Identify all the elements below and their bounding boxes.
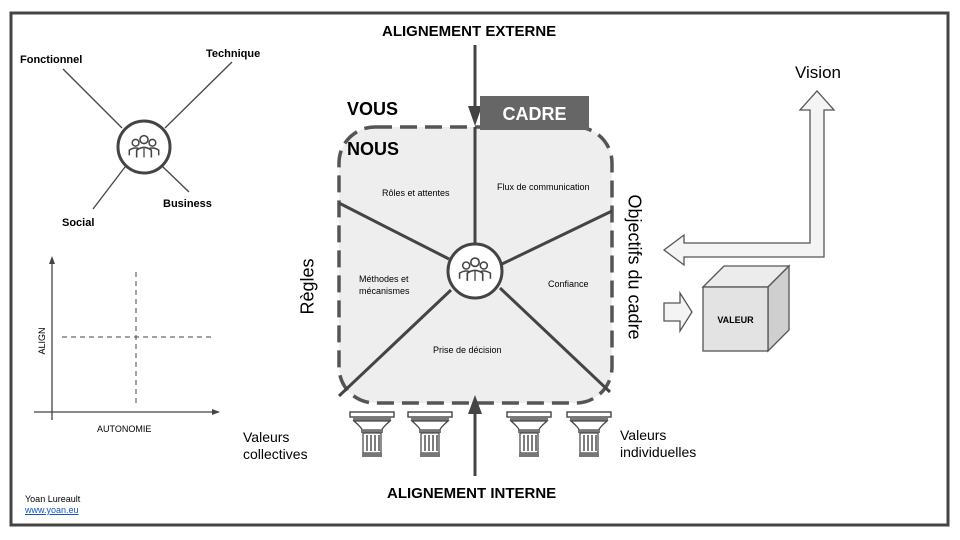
dim-fonctionnel: Fonctionnel — [20, 54, 83, 66]
outer-frame — [9, 11, 950, 527]
pillar-individual-1 — [506, 411, 552, 458]
internal-alignment-arrow — [468, 395, 482, 476]
external-alignment-arrow — [468, 45, 482, 126]
axis-fonctionnel — [62, 68, 123, 129]
website-link[interactable]: www.yoan.eu — [25, 505, 79, 515]
team-dimensions-cross — [62, 61, 233, 210]
external-alignment-label: ALIGNEMENT EXTERNE — [382, 23, 557, 40]
cadre-label: CADRE — [502, 104, 567, 124]
pillar-individual-2 — [566, 411, 612, 458]
objectifs-label: Objectifs du cadre — [624, 194, 645, 340]
valeurs-collectives-line2: collectives — [243, 446, 308, 462]
internal-alignment-label: ALIGNEMENT INTERNE — [387, 485, 557, 502]
axis-social — [92, 166, 126, 210]
matrix-ylabel: ALIGN — [37, 327, 47, 355]
axis-technique — [164, 61, 233, 129]
dim-technique: Technique — [206, 48, 261, 60]
section-confiance: Confiance — [548, 279, 589, 289]
valeur-label: VALEUR — [717, 315, 754, 325]
valeurs-individuelles-line1: Valeurs — [620, 427, 667, 443]
vision-label: Vision — [795, 63, 841, 82]
section-flux: Flux de communication — [497, 182, 590, 192]
nous-label: NOUS — [347, 139, 400, 159]
pillar-collective-2 — [407, 411, 453, 458]
autonomy-alignment-matrix — [34, 256, 220, 420]
dim-social: Social — [62, 217, 95, 229]
matrix-xlabel: AUTONOMIE — [97, 424, 152, 434]
regles-label: Règles — [297, 258, 318, 315]
author-name: Yoan Lureault — [25, 494, 81, 504]
section-methodes-line2: mécanismes — [359, 286, 410, 296]
valeur-cube — [701, 264, 791, 353]
valeurs-individuelles-line2: individuelles — [620, 444, 697, 460]
valeurs-collectives-line1: Valeurs — [243, 429, 290, 445]
axis-business — [161, 165, 190, 193]
section-methodes-line1: Méthodes et — [359, 274, 409, 284]
section-roles: Rôles et attentes — [382, 188, 450, 198]
cadre-box — [480, 96, 589, 130]
vision-feedback-arrow — [662, 90, 836, 267]
pillar-collective-1 — [349, 411, 395, 458]
panel-spokes — [337, 127, 613, 398]
dim-business: Business — [163, 198, 212, 210]
value-arrow — [663, 290, 693, 334]
vous-label: VOUS — [347, 99, 399, 119]
section-decision: Prise de décision — [433, 345, 502, 355]
